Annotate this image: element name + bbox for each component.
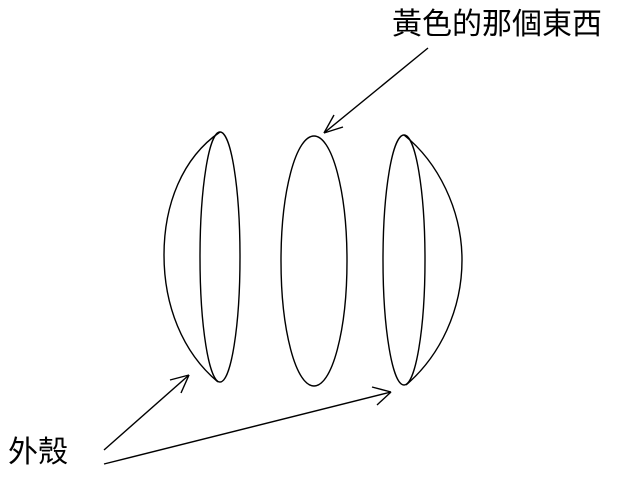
yolk-ellipse xyxy=(280,135,348,387)
left-shell-outer xyxy=(163,131,221,383)
shell-arrow-left xyxy=(103,374,190,451)
yolk-label: 黃色的那個東西 xyxy=(392,7,602,42)
right-shell-outer xyxy=(403,134,463,386)
right-shell-rim xyxy=(382,134,426,386)
left-shell-rim xyxy=(199,131,241,383)
shell-label: 外殼 xyxy=(8,435,68,470)
yolk-arrow xyxy=(323,47,429,134)
shell-arrow-right xyxy=(103,386,392,465)
